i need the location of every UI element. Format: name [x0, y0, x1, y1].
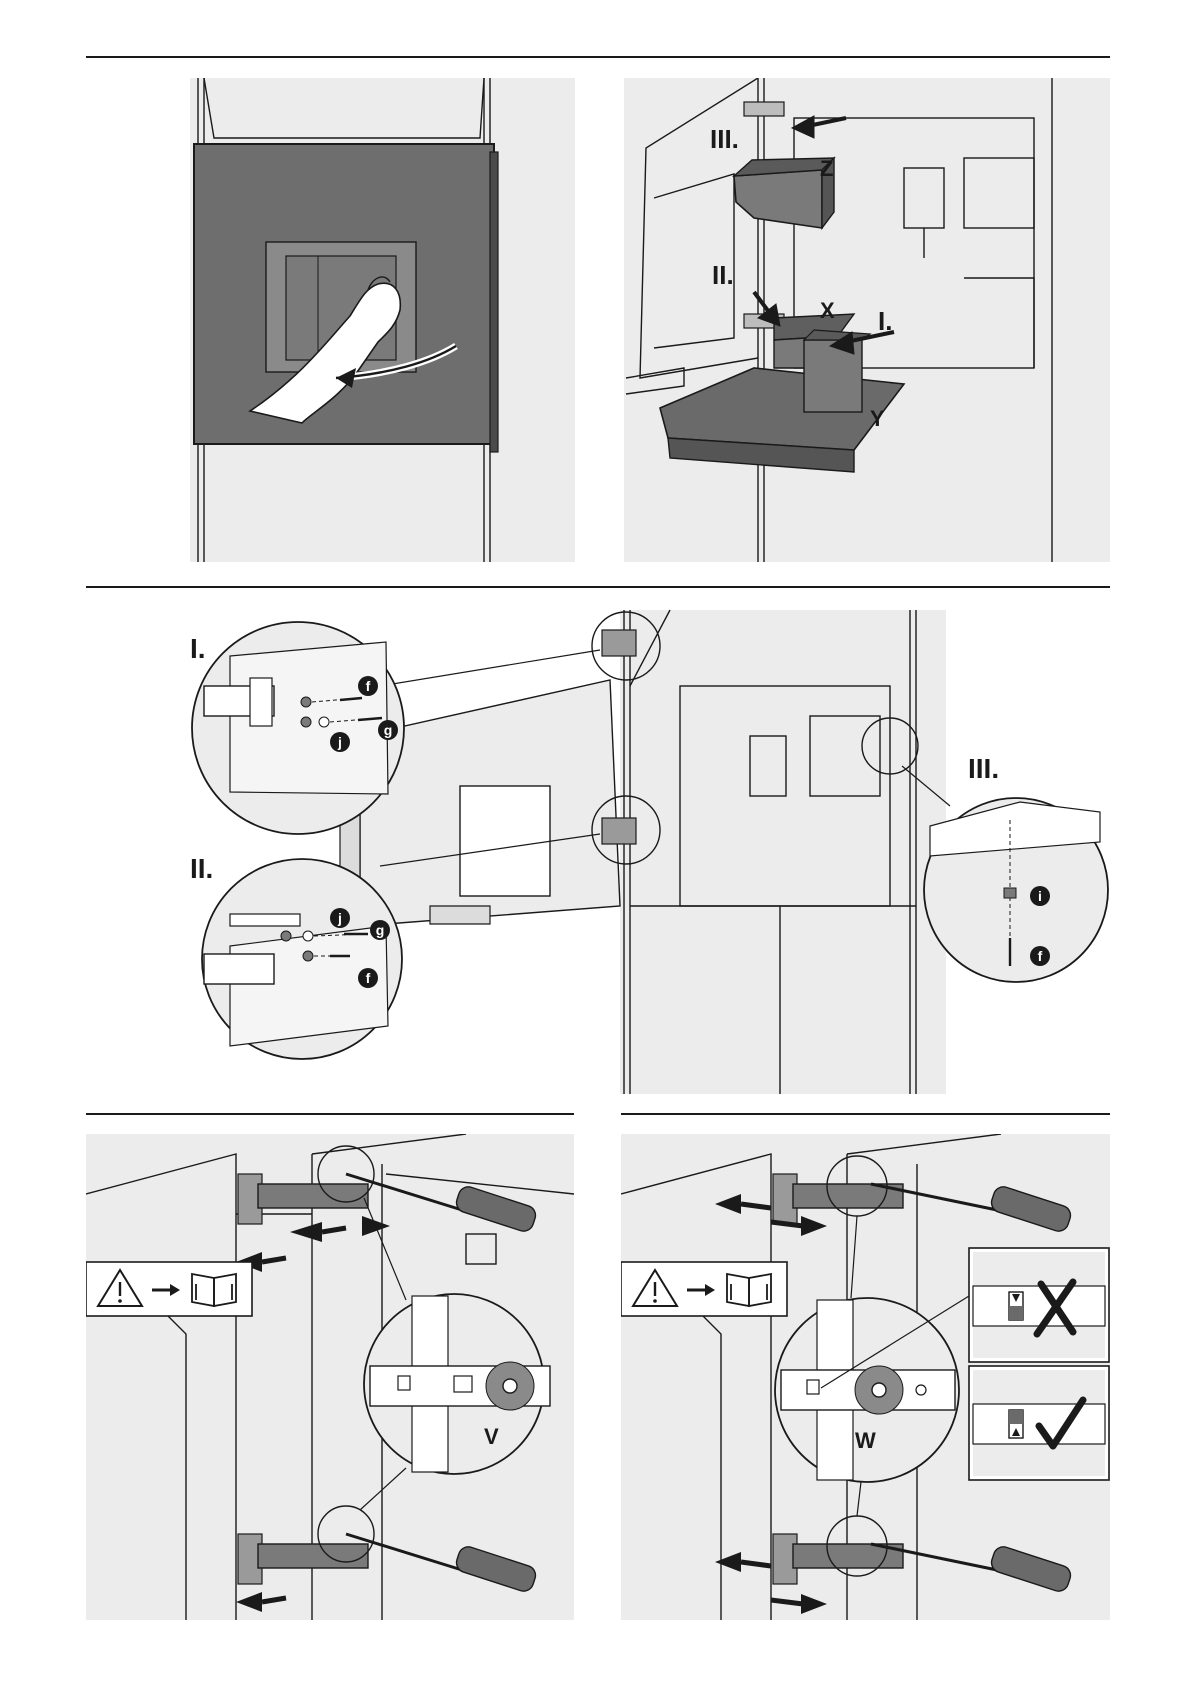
badge-i: i [1038, 888, 1042, 904]
detail-circle-w: W [775, 1298, 959, 1482]
step-label-i: I. [878, 306, 892, 336]
badge-f-top: f [366, 678, 371, 694]
detail-label-iii: III. [968, 753, 999, 784]
step-label-ii: II. [712, 260, 734, 290]
badge-f-bottom: f [366, 970, 371, 986]
part-label-x: X [820, 298, 835, 323]
detail-circle-iii: i f [924, 798, 1108, 982]
illustration-adjust-hinge-v: V [86, 1134, 574, 1620]
badge-f-right: f [1038, 948, 1043, 964]
detail-circle-i: f g j [192, 622, 404, 834]
step-label-iii: III. [710, 124, 739, 154]
marker-label-v: V [484, 1424, 499, 1449]
marker-label-w: W [855, 1428, 876, 1453]
badge-j-bottom: j [337, 910, 342, 926]
warning-manual-box [86, 1262, 252, 1316]
illustration-adjust-hinge-w: W [621, 1134, 1110, 1620]
cabinet-open-door [340, 610, 950, 1094]
rule-bottom-left [86, 1113, 574, 1115]
rule-middle [86, 586, 1110, 588]
badge-j-top: j [337, 734, 342, 750]
illustration-remove-parts: III. Z II. X I. Y [624, 78, 1110, 562]
badge-g-top: g [384, 722, 393, 738]
detail-label-ii: II. [190, 853, 213, 884]
check-panel-wrong [969, 1248, 1109, 1362]
check-panel-correct [969, 1366, 1109, 1480]
rule-top [86, 56, 1110, 58]
rule-bottom-right [621, 1113, 1110, 1115]
detail-circle-ii: j g f [202, 859, 402, 1059]
part-label-y: Y [870, 406, 885, 431]
part-label-z: Z [820, 156, 833, 181]
badge-g-bottom: g [376, 922, 385, 938]
illustration-open-door [190, 78, 575, 562]
warning-manual-box [621, 1262, 787, 1316]
illustration-mount-hinges: f g j I. j g f II. [190, 606, 1110, 1094]
detail-label-i: I. [190, 633, 206, 664]
